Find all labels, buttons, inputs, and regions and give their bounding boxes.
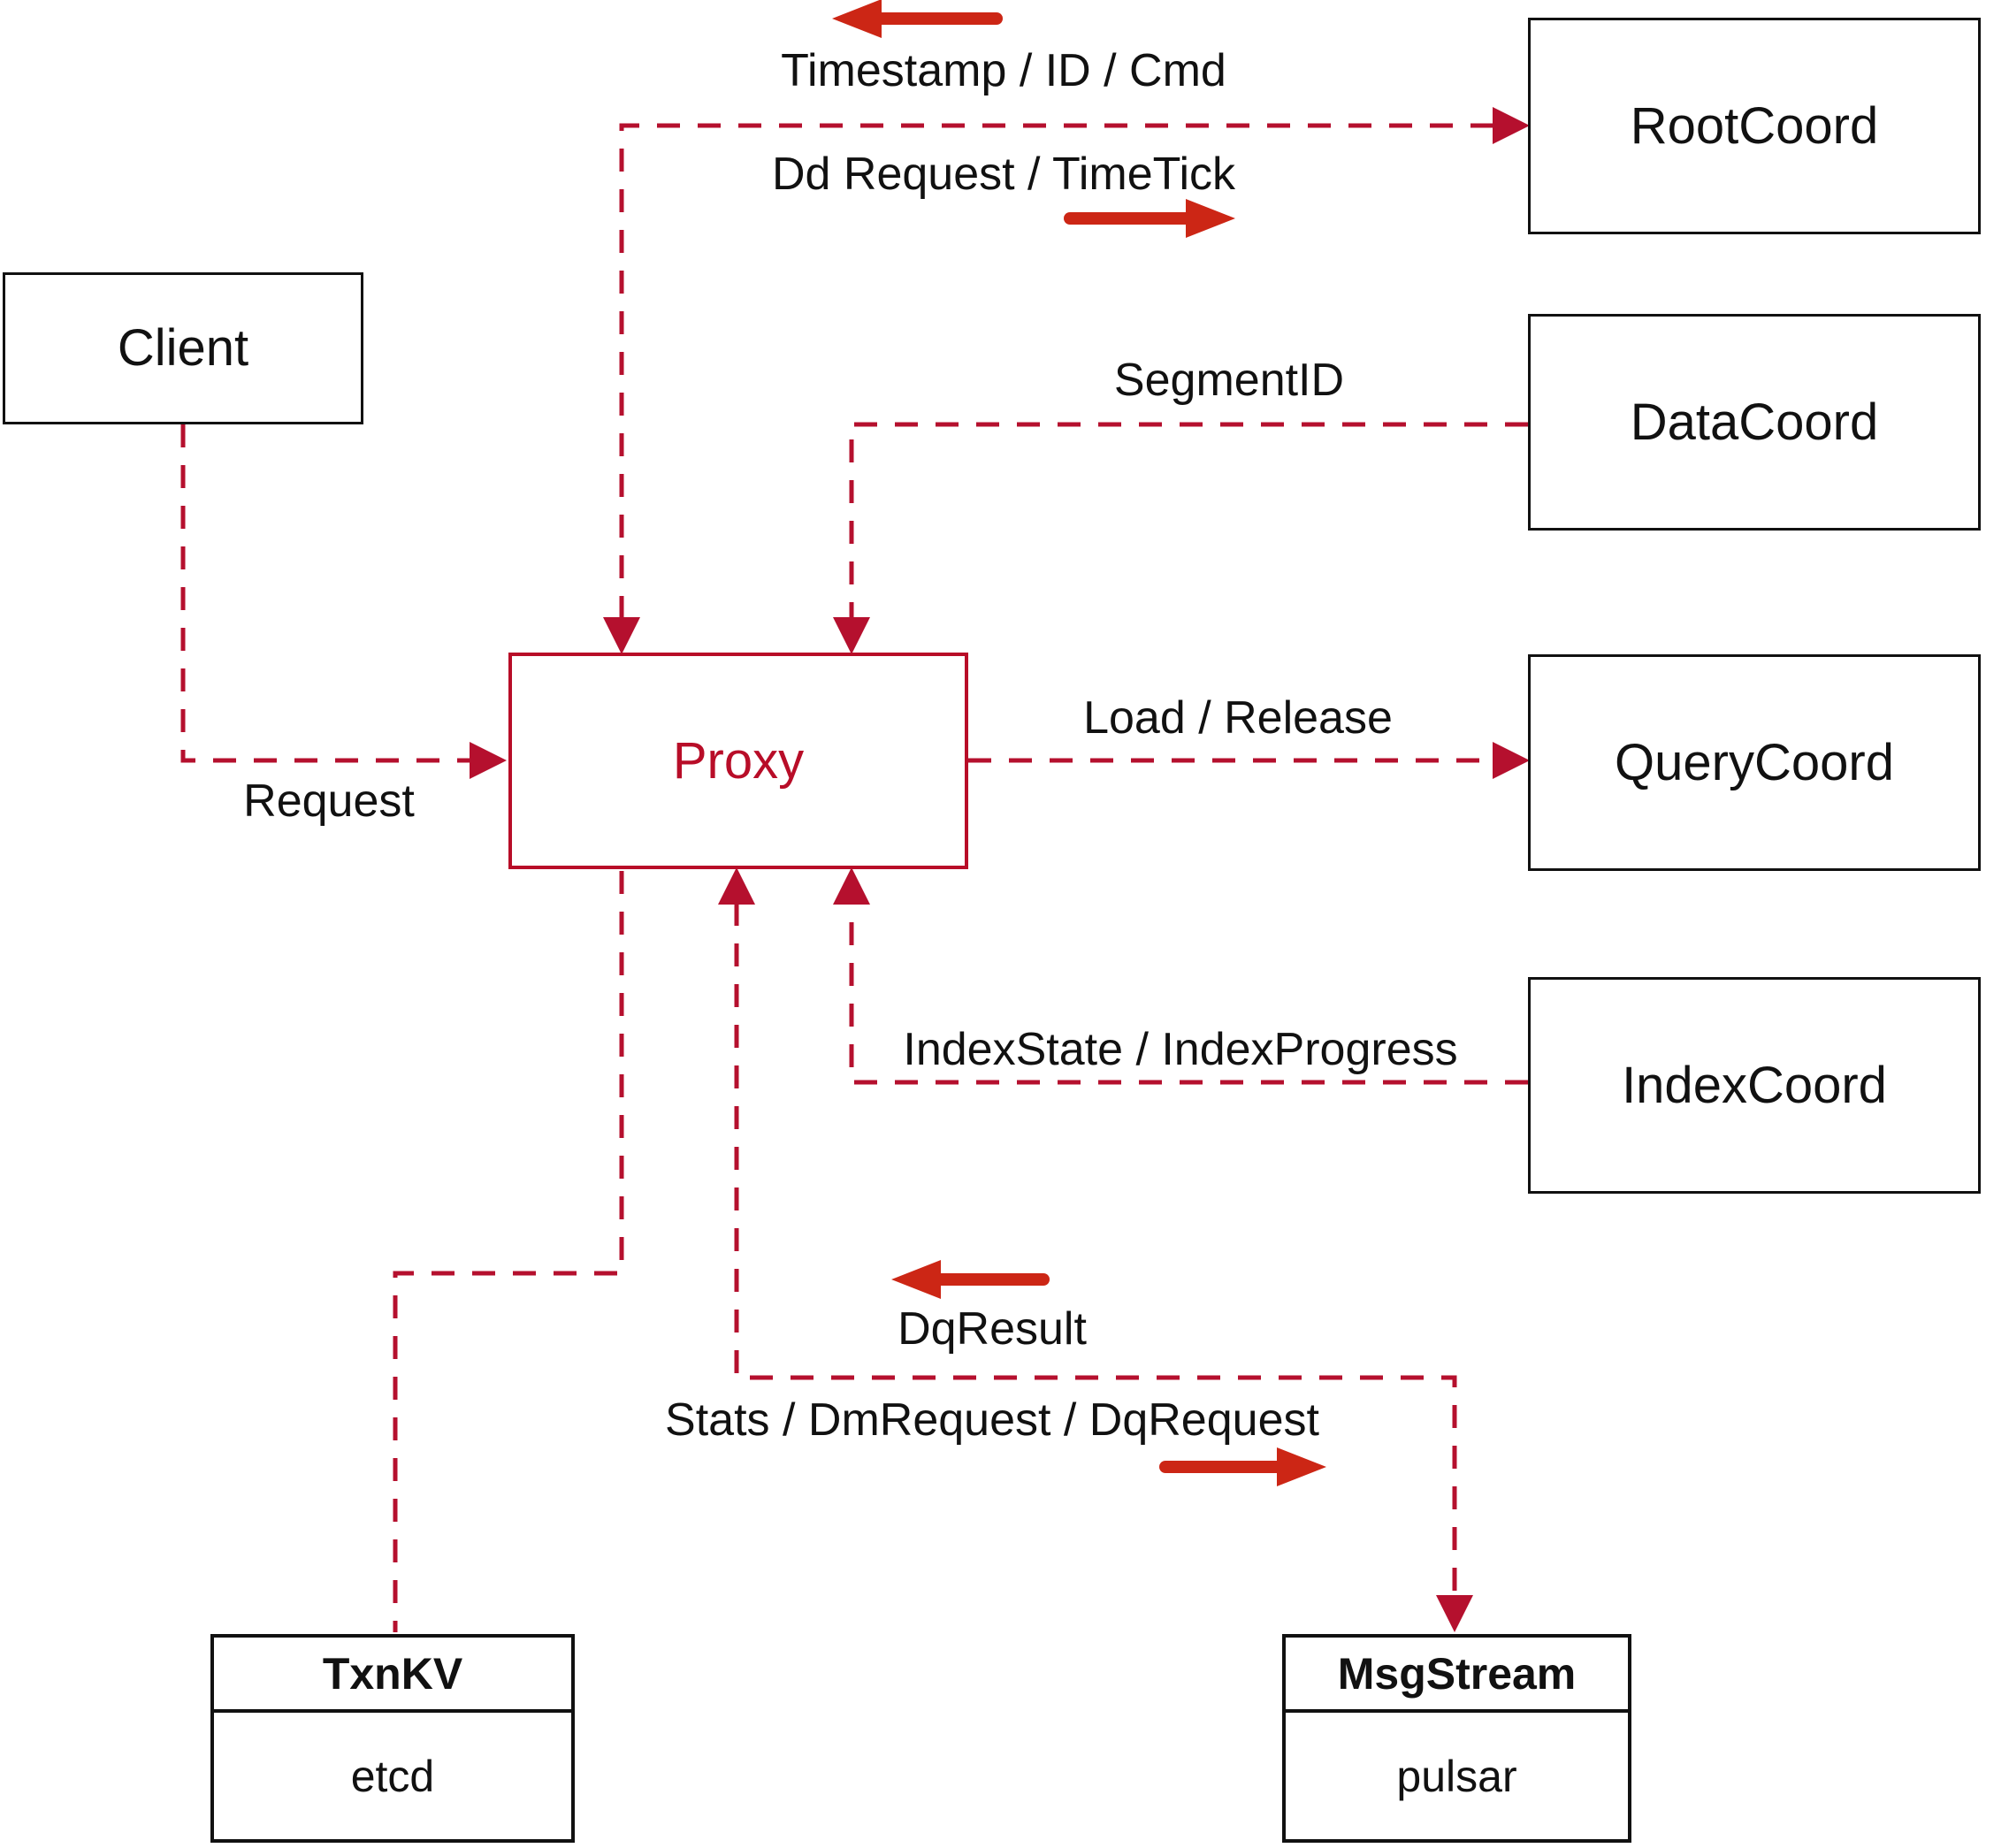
node-msgstream-subtitle: pulsar — [1396, 1751, 1517, 1801]
flow-arrow-right-top-icon — [1064, 199, 1235, 238]
edge-label-load-release: Load / Release — [1083, 692, 1393, 744]
node-querycoord-label: QueryCoord — [1615, 733, 1894, 791]
flow-arrow-right-stats-icon — [1159, 1447, 1326, 1486]
edge-label-request: Request — [243, 775, 415, 827]
arrowhead-into-querycoord-icon — [1493, 742, 1530, 779]
edge-proxy-rootcoord — [619, 123, 1494, 619]
edge-datacoord-proxy — [849, 422, 1528, 619]
node-querycoord: QueryCoord — [1528, 654, 1981, 871]
arrowhead-into-rootcoord-icon — [1493, 107, 1530, 144]
arrowhead-into-proxy-top-right-icon — [833, 617, 870, 654]
arrowhead-into-proxy-bottom-right-icon — [833, 867, 870, 905]
node-rootcoord-label: RootCoord — [1630, 96, 1879, 155]
node-msgstream: MsgStream pulsar — [1282, 1634, 1631, 1843]
edge-client-proxy — [180, 424, 471, 763]
arrowhead-into-msgstream-icon — [1436, 1595, 1473, 1632]
edge-label-dd-request: Dd Request / TimeTick — [771, 149, 1236, 200]
node-proxy-label: Proxy — [672, 731, 805, 790]
node-txnkv-subtitle: etcd — [350, 1751, 435, 1801]
node-rootcoord: RootCoord — [1528, 18, 1981, 234]
edge-proxy-msgstream — [734, 903, 1457, 1597]
edge-proxy-txnkv — [393, 871, 624, 1632]
node-txnkv-subtitle-row: etcd — [214, 1713, 571, 1839]
node-datacoord-label: DataCoord — [1630, 393, 1879, 451]
arrowhead-into-proxy-top-left-icon — [603, 617, 640, 654]
edge-label-stats: Stats / DmRequest / DqRequest — [665, 1394, 1319, 1446]
edge-label-dq-result: DqResult — [898, 1303, 1087, 1355]
edge-indexcoord-proxy — [849, 903, 1528, 1085]
arrowhead-into-proxy-bottom-center-icon — [718, 867, 755, 905]
edge-label-index-state: IndexState / IndexProgress — [903, 1024, 1458, 1075]
edge-label-timestamp: Timestamp / ID / Cmd — [781, 45, 1226, 96]
node-datacoord: DataCoord — [1528, 314, 1981, 531]
node-msgstream-title: MsgStream — [1337, 1648, 1577, 1699]
node-client: Client — [3, 272, 363, 424]
arrowhead-into-proxy-left-icon — [470, 742, 507, 779]
node-client-label: Client — [117, 319, 249, 377]
flow-arrow-left-dqresult-icon — [891, 1260, 1050, 1299]
node-proxy: Proxy — [508, 653, 968, 869]
node-msgstream-title-row: MsgStream — [1286, 1638, 1628, 1713]
node-txnkv: TxnKV etcd — [210, 1634, 575, 1843]
node-txnkv-title-row: TxnKV — [214, 1638, 571, 1713]
node-indexcoord: IndexCoord — [1528, 977, 1981, 1194]
edge-label-segment-id: SegmentID — [1113, 355, 1345, 406]
node-txnkv-title: TxnKV — [322, 1648, 463, 1699]
flow-arrow-left-top-icon — [832, 0, 1003, 38]
node-msgstream-subtitle-row: pulsar — [1286, 1713, 1628, 1839]
node-indexcoord-label: IndexCoord — [1622, 1056, 1887, 1114]
